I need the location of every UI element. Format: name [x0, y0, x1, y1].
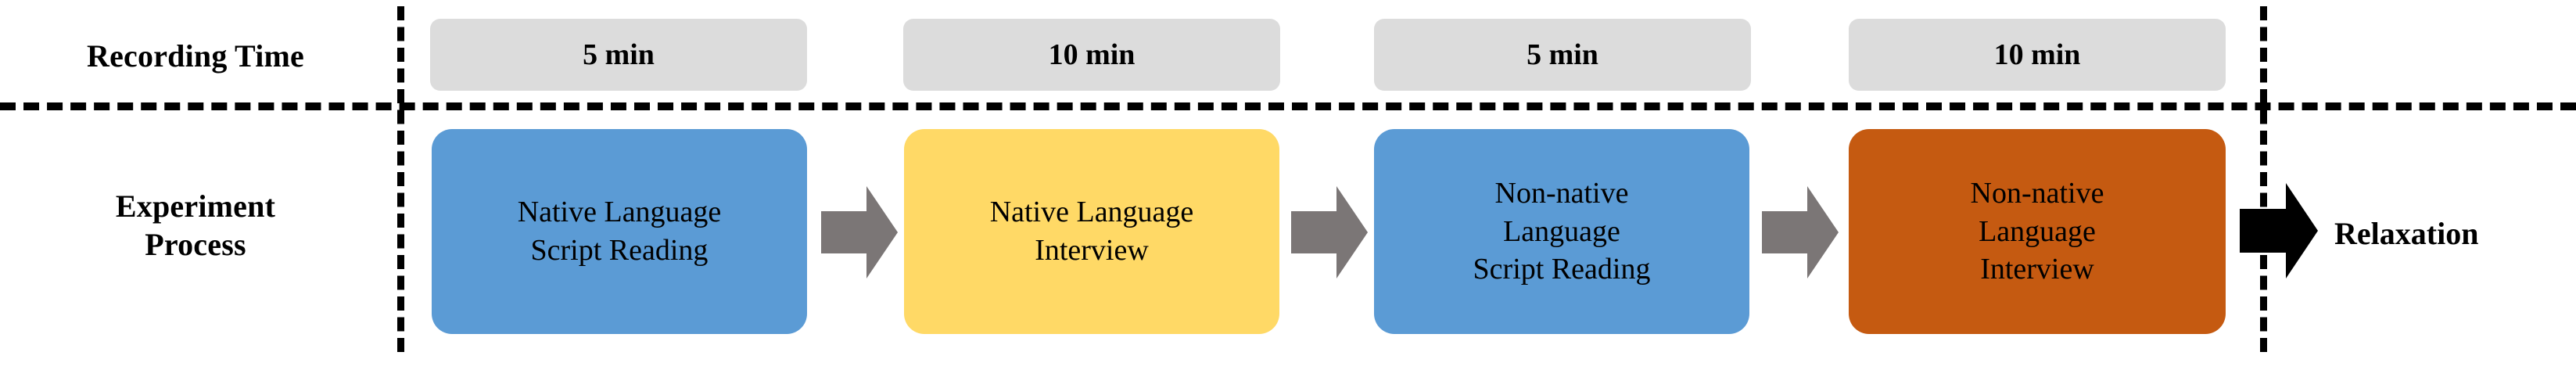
time-chip-4-value: 10 min: [1993, 38, 2081, 71]
process-step-1-native-language-script-reading: Native Language Script Reading: [432, 129, 807, 334]
process-step-3-non-native-language-script-reading: Non-native Language Script Reading: [1374, 129, 1749, 334]
arrow-right-icon-final: [2240, 183, 2318, 278]
relaxation-label: Relaxation: [2334, 216, 2479, 251]
row-label-experiment-process: Experiment Process: [115, 189, 276, 262]
time-chip-1: 5 min: [430, 19, 807, 91]
arrow-right-icon-1: [821, 186, 898, 278]
horizontal-dashed-separator: [0, 102, 2576, 110]
row-label-recording-time: Recording Time: [87, 38, 304, 74]
time-chip-4: 10 min: [1849, 19, 2226, 91]
arrow-right-icon-2: [1291, 186, 1368, 278]
process-step-4-non-native-language-interview: Non-native Language Interview: [1849, 129, 2226, 334]
arrow-right-icon-3: [1762, 186, 1839, 278]
time-chip-2: 10 min: [903, 19, 1280, 91]
time-chip-2-value: 10 min: [1048, 38, 1136, 71]
process-step-2-native-language-interview: Native Language Interview: [904, 129, 1279, 334]
vertical-dashed-line-end: [2260, 6, 2267, 352]
time-chip-1-value: 5 min: [583, 38, 655, 71]
vertical-dashed-line-start: [397, 6, 404, 352]
time-chip-3-value: 5 min: [1527, 38, 1598, 71]
time-chip-3: 5 min: [1374, 19, 1751, 91]
